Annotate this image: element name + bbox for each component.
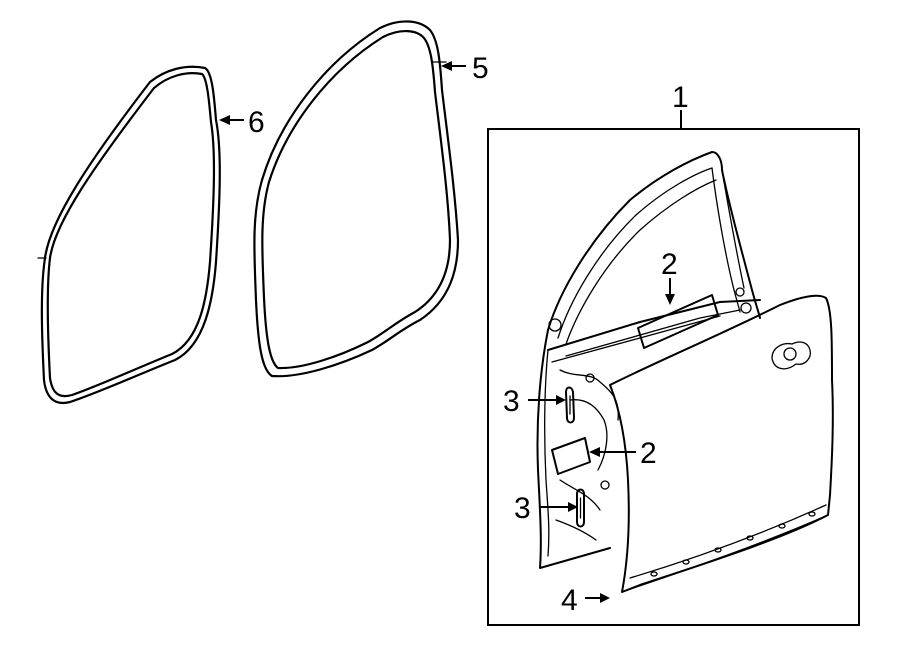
callout-3-lower: 3: [514, 492, 531, 525]
door-outer-panel: [609, 294, 834, 593]
plug-upper: [565, 386, 575, 424]
leader-lines: [219, 61, 682, 603]
insulator-pad-upper: [637, 294, 719, 349]
drain-holes: [650, 511, 816, 577]
callout-3-upper: 3: [503, 385, 520, 418]
weatherstrip-inner: [37, 65, 221, 405]
callout-5: 5: [472, 52, 489, 85]
callout-1: 1: [672, 81, 689, 114]
door-assembly-frame: [487, 128, 860, 626]
callout-4: 4: [561, 584, 578, 617]
door-shell: [536, 151, 761, 569]
weatherstrip-outer: [253, 20, 460, 378]
insulator-pad-lower: [551, 437, 591, 475]
plug-lower: [576, 488, 585, 528]
callout-2-upper: 2: [661, 248, 678, 281]
callout-6: 6: [248, 106, 265, 139]
callout-2-lower: 2: [640, 437, 657, 470]
